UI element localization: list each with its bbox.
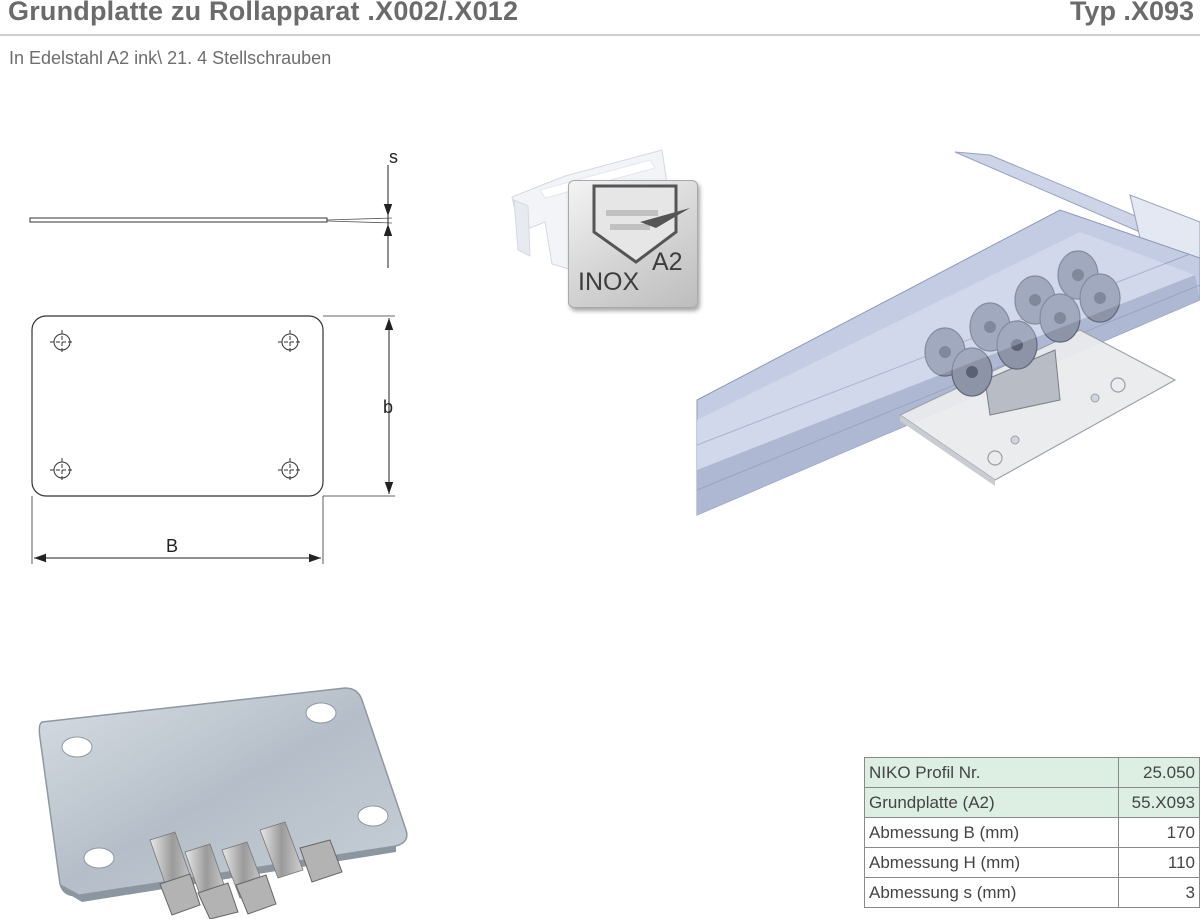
spec-label: Abmessung s (mm) [864, 877, 1119, 908]
spec-label: Grundplatte (A2) [864, 787, 1119, 818]
type-code: Typ .X093 [1069, 0, 1194, 26]
page-subtitle: In Edelstahl A2 ink\ 21. 4 Stellschraube… [9, 48, 332, 68]
table-row: Abmessung s (mm) 3 [864, 877, 1200, 908]
bolt-icon [149, 831, 201, 916]
spec-label: Abmessung H (mm) [864, 847, 1119, 878]
mounting-hole-icon [278, 330, 302, 354]
table-row: Grundplatte (A2) 55.X093 [864, 787, 1200, 818]
dimension-label-B: B [166, 536, 178, 556]
table-row: Abmessung B (mm) 170 [864, 817, 1200, 848]
spec-label: Abmessung B (mm) [864, 817, 1119, 848]
spec-value: 25.050 [1118, 757, 1200, 788]
title-divider [0, 34, 1200, 36]
mounting-hole-icon [50, 330, 74, 354]
bolt-icon [259, 821, 343, 883]
spec-value: 3 [1118, 877, 1200, 908]
specification-table: NIKO Profil Nr. 25.050 Grundplatte (A2) … [864, 757, 1200, 908]
bolt-icon [221, 841, 277, 915]
plate-top-view [31, 315, 395, 564]
badge-grade-a2: A2 [652, 248, 683, 276]
table-row: NIKO Profil Nr. 25.050 [864, 757, 1200, 788]
table-row: Abmessung H (mm) 110 [864, 847, 1200, 878]
page-title: Grundplatte zu Rollapparat .X002/.X012 [8, 0, 519, 26]
spec-value: 110 [1118, 847, 1200, 878]
spec-value: 170 [1118, 817, 1200, 848]
mounting-hole-icon [50, 458, 74, 482]
spec-value: 55.X093 [1118, 787, 1200, 818]
mounting-hole-icon [278, 458, 302, 482]
dimension-label-b: b [383, 397, 393, 417]
bolt-icon [184, 843, 239, 919]
dimension-label-s: s [389, 147, 398, 167]
badge-inox-label: INOX [578, 268, 640, 296]
spec-label: NIKO Profil Nr. [864, 757, 1119, 788]
plate-side-view [29, 165, 393, 268]
